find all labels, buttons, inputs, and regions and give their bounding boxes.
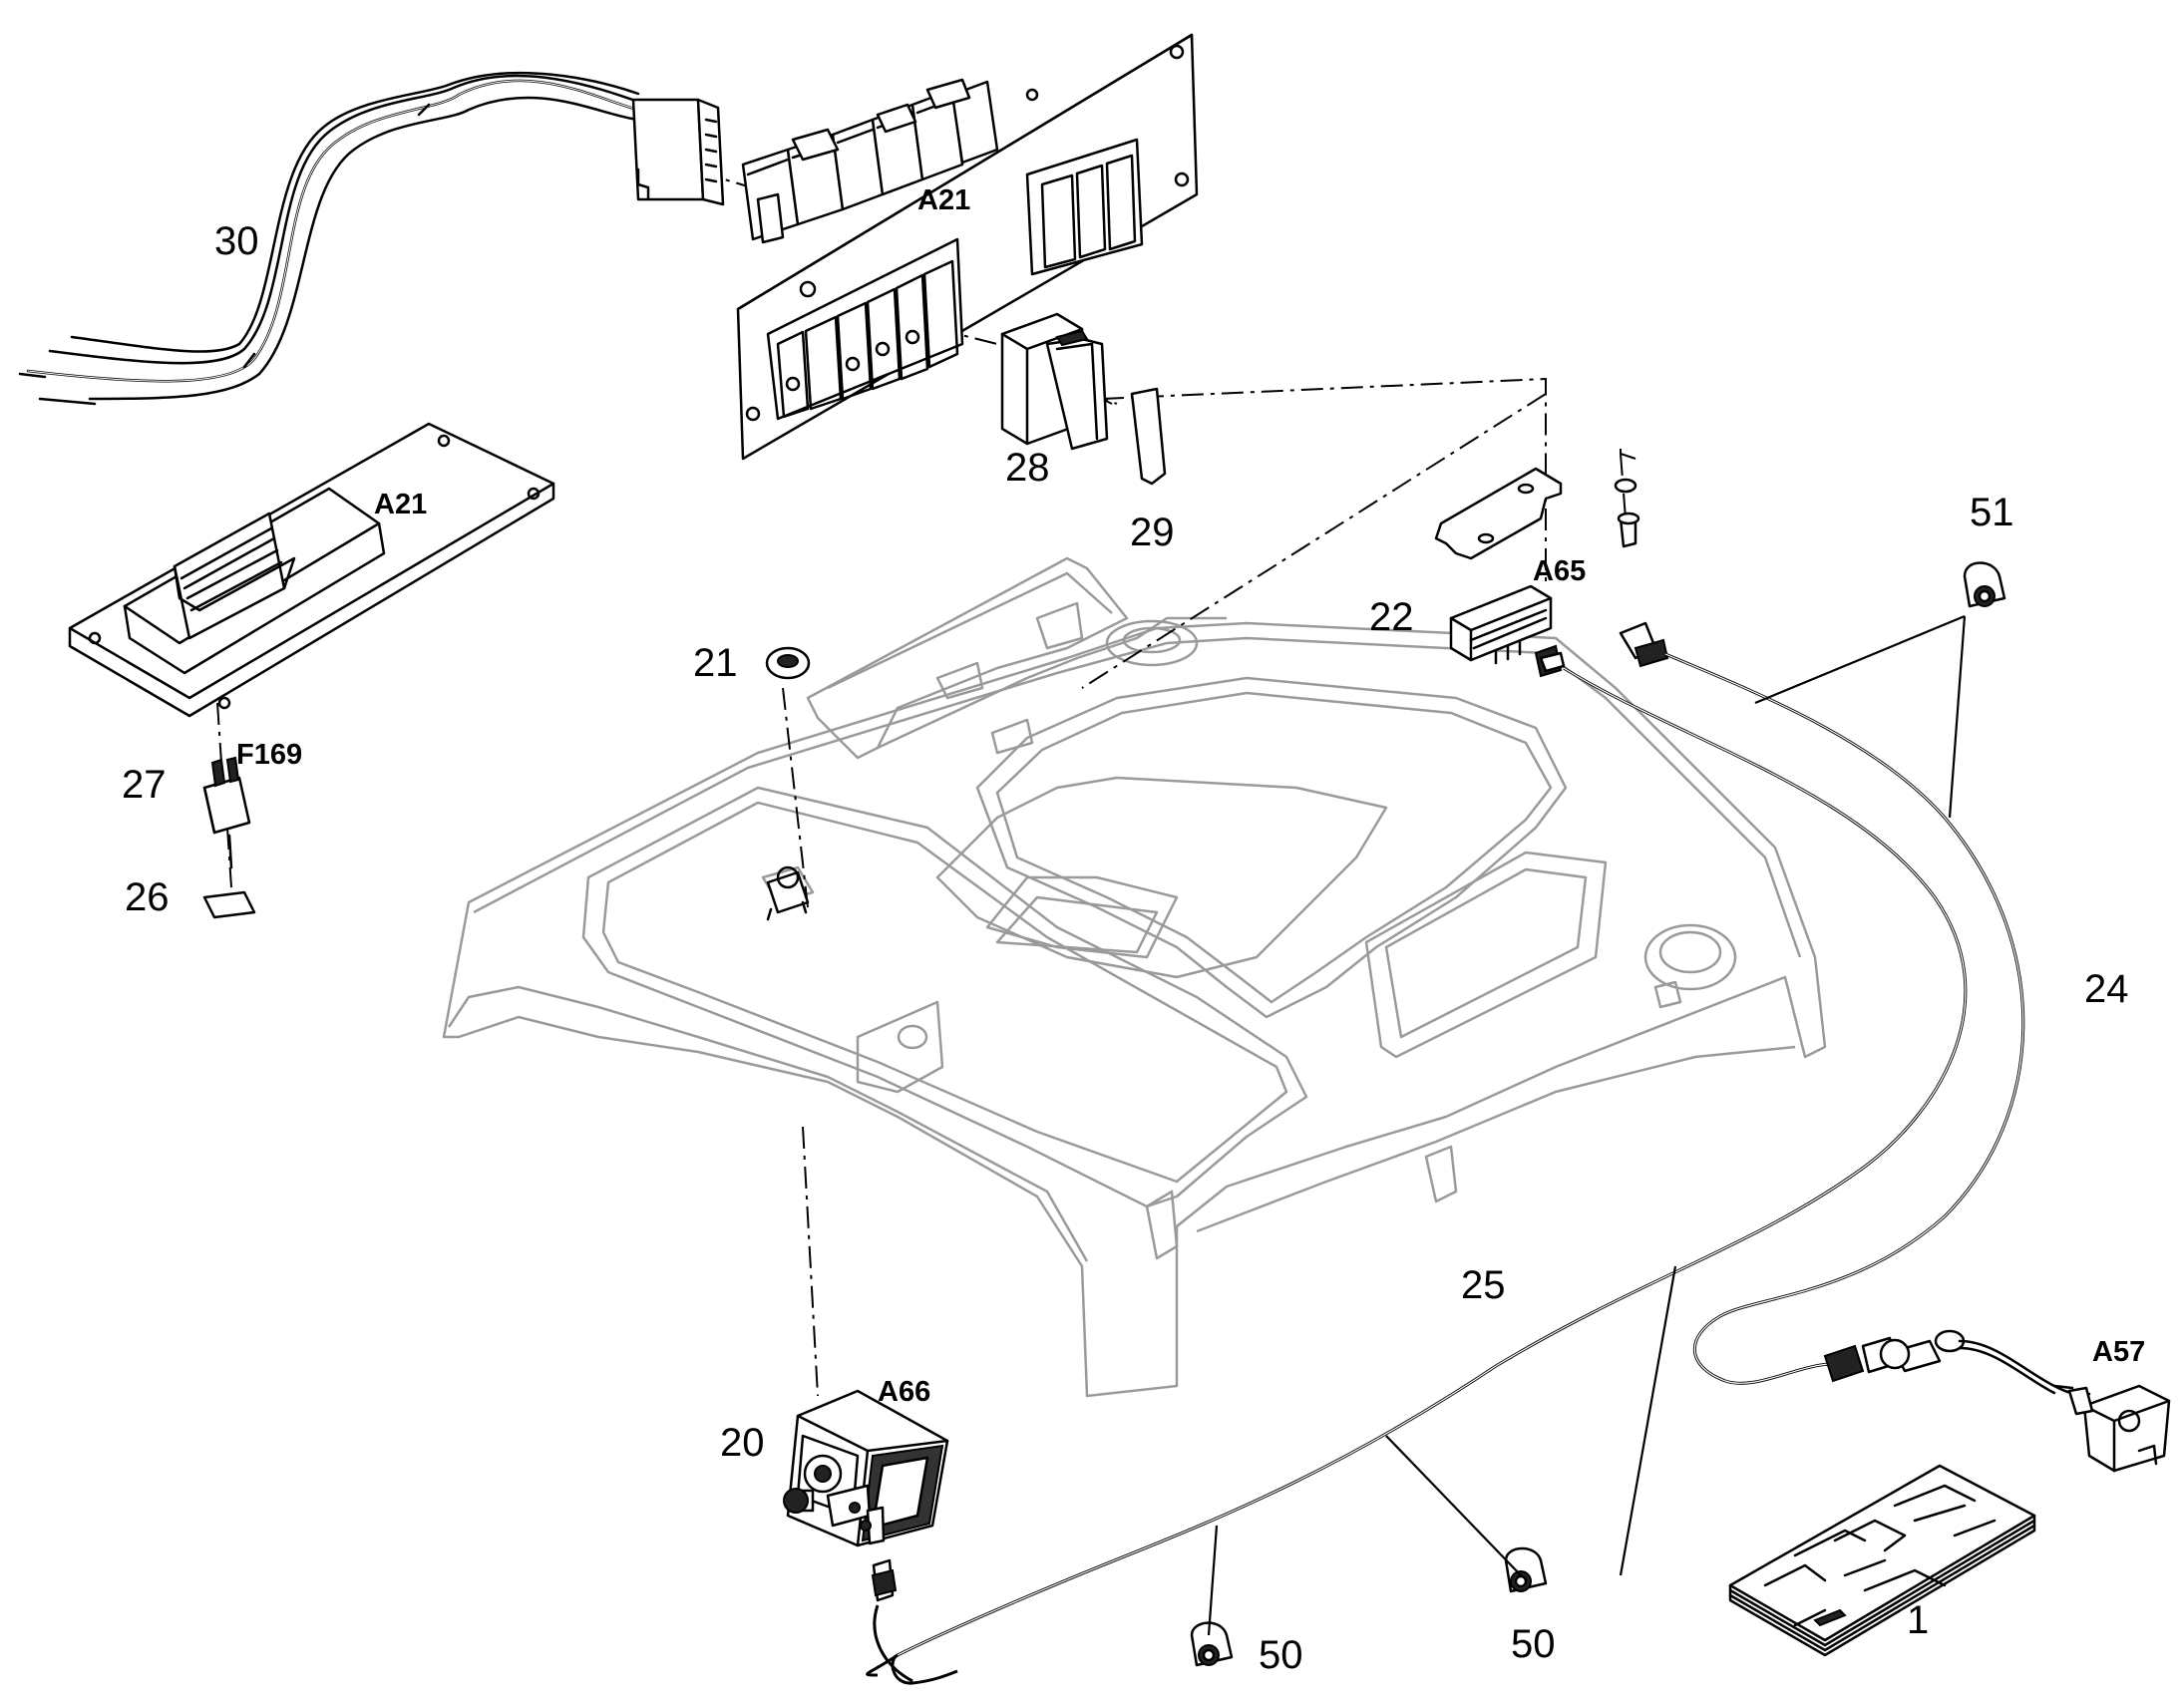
switch-panel-A21 [736, 33, 1199, 461]
clamp-51 [1963, 561, 2006, 608]
clamp-50-right [1504, 1546, 1548, 1593]
label-22: 22 [1369, 595, 1414, 639]
decal-26 [202, 890, 256, 919]
washer [1614, 478, 1637, 494]
leader-lines [1207, 614, 1967, 1636]
label-50-left: 50 [1259, 1633, 1303, 1677]
cable-24 [1619, 621, 2091, 1396]
label-29: 29 [1130, 511, 1175, 554]
label-27: 27 [122, 763, 167, 807]
label-F169: F169 [236, 739, 302, 771]
screw [1617, 512, 1640, 548]
label-26: 26 [125, 875, 170, 919]
label-50-right: 50 [1511, 1622, 1556, 1666]
label-30: 30 [214, 219, 259, 263]
label-21: 21 [693, 641, 738, 685]
label-A21-relay-board: A21 [374, 489, 427, 520]
clamp-50-left [1190, 1621, 1234, 1667]
label-51: 51 [1970, 491, 2014, 534]
cab-roof-headliner [442, 556, 1827, 1398]
label-A21-switch-panel: A21 [917, 184, 970, 216]
label-A66: A66 [878, 1376, 930, 1408]
label-25: 25 [1461, 1263, 1506, 1307]
fuse-F169-27 [202, 756, 251, 869]
label-24: 24 [2084, 967, 2129, 1011]
lens-29 [1130, 387, 1167, 486]
grommet-21 [765, 646, 811, 680]
manual-booklet-1 [1728, 1464, 2036, 1657]
display-A66-20 [783, 1389, 949, 1602]
rocker-switch-28 [1000, 312, 1109, 451]
control-module-A65-22 [1449, 584, 1566, 678]
callout-labels: 30 A21 A21 28 29 51 A65 22 21 F169 27 26… [122, 184, 2145, 1677]
wire-harness-30 [18, 71, 725, 406]
roof-switch [766, 865, 810, 921]
camera-A57 [2067, 1384, 2171, 1473]
label-A57: A57 [2092, 1336, 2145, 1368]
mounting-plate [1434, 467, 1563, 560]
cable-25 [866, 666, 1968, 1685]
label-1: 1 [1907, 1598, 1929, 1642]
label-28: 28 [1005, 446, 1050, 490]
label-A65: A65 [1533, 555, 1586, 587]
label-20: 20 [720, 1421, 765, 1465]
relay-board-A21 [68, 422, 555, 718]
